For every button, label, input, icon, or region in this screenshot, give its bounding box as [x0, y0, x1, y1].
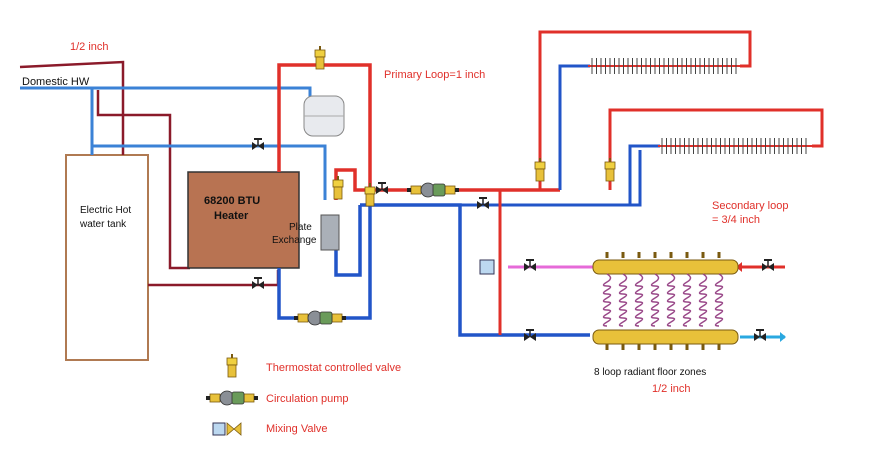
legend-mixing-valve: Mixing Valve — [266, 423, 328, 435]
radiant-loop-coils — [602, 273, 724, 327]
thermostat-valve-icon — [226, 353, 238, 378]
secondary-loop-label-1: Secondary loop — [712, 200, 789, 212]
radiant-loop-coil — [618, 273, 628, 327]
heater-box — [187, 171, 300, 269]
radiant-zones-label: 8 loop radiant floor zones — [594, 367, 707, 378]
radiant-loop-coil — [650, 273, 660, 327]
plate-exchanger — [320, 214, 340, 251]
secondary-loop-label-2: = 3/4 inch — [712, 214, 761, 226]
half-inch-top-label: 1/2 inch — [70, 41, 109, 53]
tank-label-2: water tank — [80, 219, 127, 230]
radiant-loop-coil — [682, 273, 692, 327]
heater-label-1: 68200 BTU — [204, 195, 261, 207]
radiator-fins — [588, 65, 814, 147]
supply-manifold — [592, 259, 739, 275]
water-tank-body — [65, 154, 149, 361]
half-inch-bottom-label: 1/2 inch — [652, 383, 691, 395]
radiant-loop-coil — [698, 273, 708, 327]
plate-label-1: Plate — [289, 222, 312, 233]
radiant-loop-coil — [714, 273, 724, 327]
radiant-loop-coil — [634, 273, 644, 327]
tank-label-1: Electric Hot — [80, 205, 132, 216]
legend-thermostat-valve: Thermostat controlled valve — [266, 362, 402, 374]
domestic-hw-label: Domestic HW — [22, 76, 90, 88]
heater-label-2: Heater — [214, 210, 249, 222]
radiant-loop-coil — [602, 273, 612, 327]
plate-label-2: Exchange — [272, 235, 317, 246]
radiant-loop-coil — [666, 273, 676, 327]
primary-loop-label: Primary Loop=1 inch — [384, 69, 486, 81]
circulation-pump-icon — [205, 390, 259, 406]
secondary-loops — [460, 30, 824, 335]
mixing-valve-diagram — [479, 259, 495, 275]
mixing-valve-icon — [212, 422, 226, 436]
legend-circulation-pump: Circulation pump — [266, 393, 349, 405]
return-manifold — [592, 329, 739, 345]
